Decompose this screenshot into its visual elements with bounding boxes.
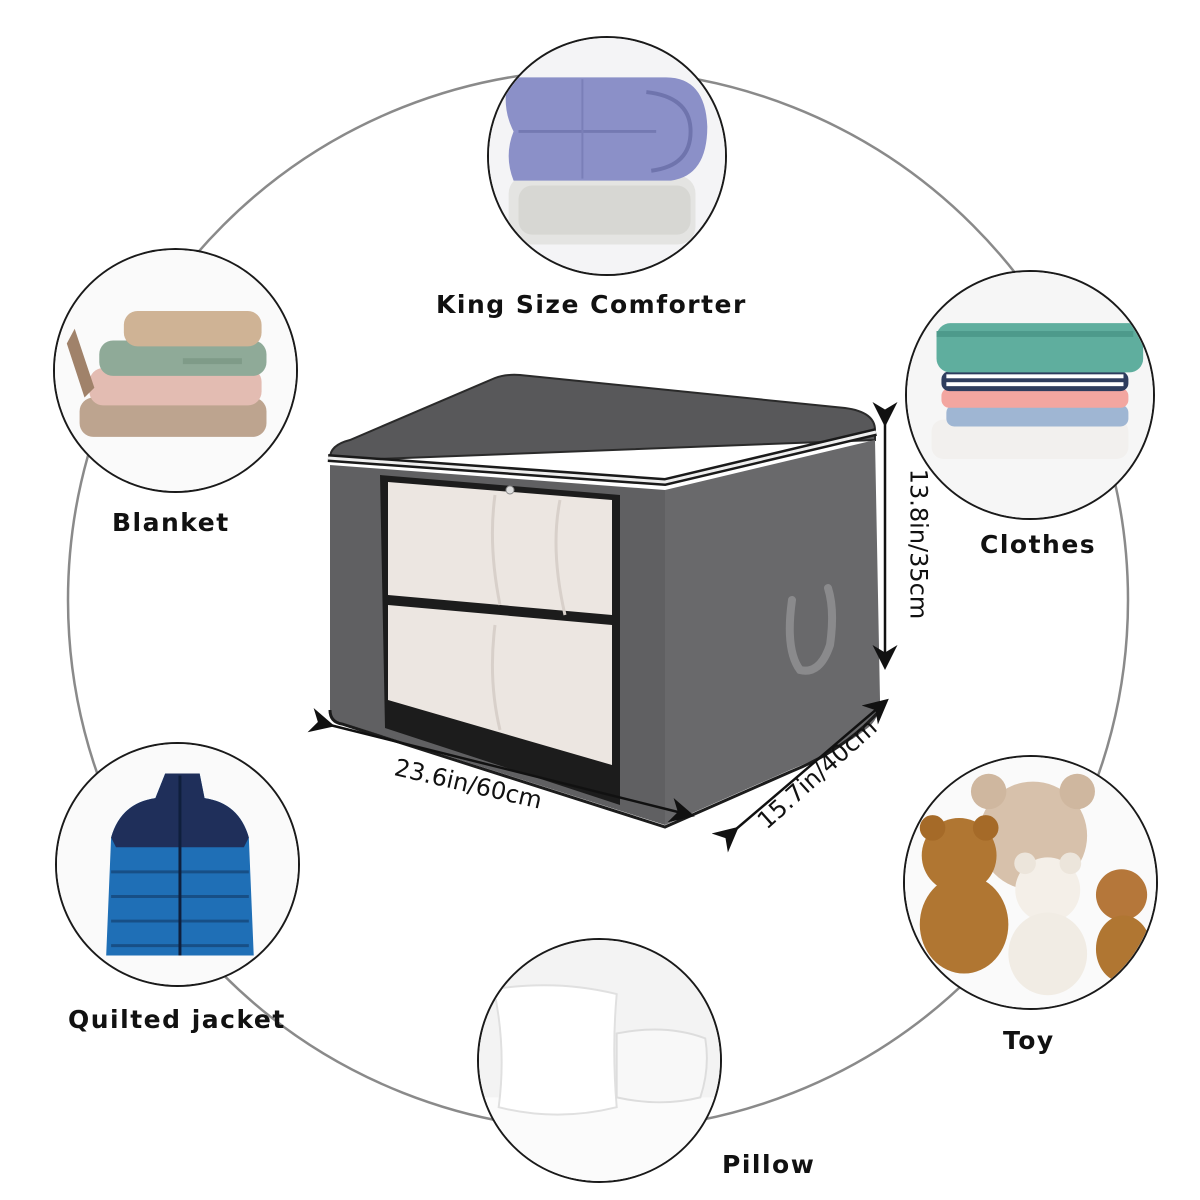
blanket-thumbnail: [53, 248, 298, 493]
label-clothes: Clothes: [980, 530, 1097, 559]
pillow-image: [479, 940, 720, 1181]
comforter-thumbnail: [487, 36, 727, 276]
pillow-thumbnail: [477, 938, 722, 1183]
height-dimension-label: 13.8in/35cm: [904, 468, 933, 620]
comforter-image: [489, 38, 725, 274]
label-pillow: Pillow: [722, 1150, 816, 1179]
depth-arrow: [711, 698, 889, 853]
blanket-image: [55, 250, 296, 491]
jacket-image: [57, 744, 298, 985]
label-king-size-comforter: King Size Comforter: [436, 290, 747, 319]
label-blanket: Blanket: [112, 508, 230, 537]
label-toy: Toy: [1003, 1026, 1055, 1055]
clothes-image: [907, 272, 1153, 518]
width-arrow: [307, 708, 695, 823]
teddy-bear-image: [905, 757, 1156, 1008]
label-quilted-jacket: Quilted jacket: [68, 1005, 286, 1034]
jacket-thumbnail: [55, 742, 300, 987]
toy-thumbnail: [903, 755, 1158, 1010]
clothes-thumbnail: [905, 270, 1155, 520]
